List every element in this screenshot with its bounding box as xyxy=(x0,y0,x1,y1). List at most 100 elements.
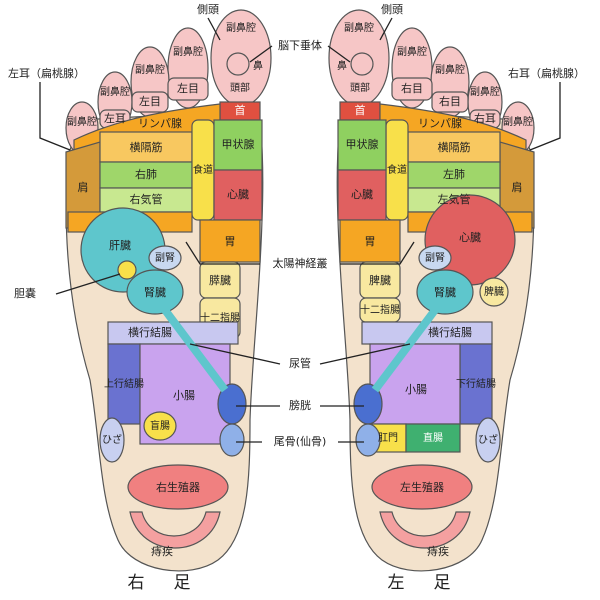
left-descending-colon xyxy=(459,343,493,425)
left-adrenal-label: 副腎 xyxy=(425,252,445,264)
shared-annotations: 側頭 側頭 脳下垂体 左耳（扁桃腺） 右耳（扁桃腺） 胆嚢 太陽神経叢 尿管 膀… xyxy=(8,3,585,593)
right-shoulder-label: 肩 xyxy=(78,180,89,194)
right-thyroid-zone xyxy=(213,119,263,171)
right-esophagus-label: 食道 xyxy=(193,163,213,176)
left-eye-zone-a xyxy=(391,77,433,101)
solar-plexus-label: 太陽神経叢 xyxy=(273,256,328,270)
right-adrenal-zone xyxy=(148,245,182,271)
left-anus-label: 肛門 xyxy=(378,432,398,444)
left-genital-zone xyxy=(371,464,473,510)
right-small-intestine xyxy=(139,343,231,445)
left-toe-4-label: 副鼻腔 xyxy=(470,85,500,98)
right-heart-zone xyxy=(213,169,263,221)
right-foot-caption: 右 足 xyxy=(128,573,197,593)
right-knee-zone xyxy=(99,417,125,463)
bladder-label: 膀胱 xyxy=(289,398,311,412)
gallbladder-label: 胆嚢 xyxy=(14,286,36,300)
sokuto-leader-left xyxy=(379,17,393,41)
right-thyroid-label: 甲状腺 xyxy=(222,137,255,151)
sokuto-label-left: 側頭 xyxy=(381,3,403,16)
right-small-intestine-label: 小腸 xyxy=(173,389,195,402)
right-trachea-zone xyxy=(99,187,193,213)
sokuto-label-right: 側頭 xyxy=(197,3,219,16)
left-stomach-label: 胃 xyxy=(365,235,376,248)
left-lung-label: 左肺 xyxy=(443,168,465,181)
left-stomach-zone xyxy=(339,219,401,263)
left-knee-label: ひざ xyxy=(478,433,498,446)
gallbladder-leader xyxy=(55,273,121,295)
right-big-toe-top-label: 副鼻腔 xyxy=(226,21,256,34)
left-descending-colon-label: 下行結腸 xyxy=(456,377,496,390)
left-foot-caption: 左 足 xyxy=(388,573,457,593)
right-ear-tonsil-label: 左耳（扁桃腺） xyxy=(8,66,85,80)
left-hemorrhoid-label: 痔疾 xyxy=(427,544,449,558)
right-duodenum-label: 十二指腸 xyxy=(200,311,240,324)
left-rectum-label: 直腸 xyxy=(423,431,443,444)
right-ascending-colon-label: 上行結腸 xyxy=(104,377,144,390)
pituitary-leader-left xyxy=(327,45,351,63)
right-lung-label: 右肺 xyxy=(135,167,157,181)
pituitary-label: 脳下垂体 xyxy=(278,38,322,52)
left-duodenum-label: 十二指腸 xyxy=(360,303,400,316)
left-nose-label: 鼻 xyxy=(337,59,347,72)
right-lymph-label: リンパ腺 xyxy=(138,116,182,130)
right-toe-3-label: 副鼻腔 xyxy=(135,63,165,76)
right-toe-4-label: 副鼻腔 xyxy=(100,85,130,98)
right-genital-label: 右生殖器 xyxy=(156,480,200,494)
left-pancreas-label: 脾臓 xyxy=(369,273,391,287)
right-eye-b-label: 左目 xyxy=(139,95,161,108)
right-eye-a-label: 左目 xyxy=(177,82,199,95)
ureter-leader-left xyxy=(319,343,411,365)
pituitary-leader-right xyxy=(249,45,273,63)
right-kidney-label: 腎臓 xyxy=(144,286,166,299)
left-spleen-zone xyxy=(479,277,509,307)
left-ear-leader xyxy=(529,82,561,151)
right-gallbladder xyxy=(117,260,137,280)
solar-plexus-leader-left xyxy=(340,241,415,265)
left-eye-zone-b xyxy=(431,91,469,113)
right-knee-label: ひざ xyxy=(102,433,122,446)
right-pancreas-label: 膵臓 xyxy=(209,274,231,287)
right-eye-zone-a xyxy=(167,77,209,101)
left-eye-b-label: 右目 xyxy=(439,94,461,108)
left-heart-label: 心臓 xyxy=(459,231,481,244)
left-ear-zone-label: 右耳 xyxy=(474,111,496,125)
left-small-intestine-label: 小腸 xyxy=(405,383,427,396)
right-foot: 副鼻腔 鼻 頭部 副鼻腔 副鼻腔 副鼻腔 副鼻腔 左目 左目 左耳 首 リンパ腺… xyxy=(65,9,272,572)
right-toe-5-label: 副鼻腔 xyxy=(67,115,97,128)
right-hemorrhoid-zone xyxy=(129,511,221,549)
right-liver-label: 肝臓 xyxy=(109,239,131,252)
left-neck-label: 首 xyxy=(355,103,366,117)
left-shoulder-label: 肩 xyxy=(512,180,523,194)
left-ureter xyxy=(371,307,439,393)
left-big-toe-top-label: 副鼻腔 xyxy=(344,21,374,34)
left-toe-2-label: 副鼻腔 xyxy=(397,45,427,58)
sokuto-leader-right xyxy=(207,17,221,41)
left-lymph-label: リンパ腺 xyxy=(418,116,462,130)
left-eye-a-label: 右目 xyxy=(401,81,423,95)
right-hemorrhoid-label: 痔疾 xyxy=(151,544,173,558)
left-kidney-zone xyxy=(416,269,474,315)
left-rectum-zone xyxy=(405,423,461,453)
right-ear-zone-label: 左耳 xyxy=(104,112,126,125)
left-esophagus-label: 食道 xyxy=(387,163,407,176)
left-heart-zone-small xyxy=(337,169,387,221)
left-knee-zone xyxy=(475,417,501,463)
ureter-leader-right xyxy=(189,343,281,365)
right-kidney-zone xyxy=(126,269,184,315)
left-adrenal-zone xyxy=(418,245,452,271)
right-ureter xyxy=(161,307,229,393)
coccyx-label: 尾骨(仙骨) xyxy=(274,435,327,448)
left-genital-label: 左生殖器 xyxy=(400,480,444,494)
left-trachea-label: 左気管 xyxy=(438,192,471,206)
right-stomach-label: 胃 xyxy=(225,235,236,248)
right-neck-label: 首 xyxy=(235,103,246,117)
left-hemorrhoid-zone xyxy=(379,511,471,549)
right-nose-label: 鼻 xyxy=(253,59,263,72)
left-heart-small-label: 心臓 xyxy=(351,188,373,201)
left-ear-tonsil-label: 右耳（扁桃腺） xyxy=(508,66,585,80)
right-head-label: 頭部 xyxy=(230,81,250,94)
right-adrenal-label: 副腎 xyxy=(155,252,175,264)
right-genital-zone xyxy=(127,464,229,510)
left-coccyx-zone xyxy=(355,423,381,457)
